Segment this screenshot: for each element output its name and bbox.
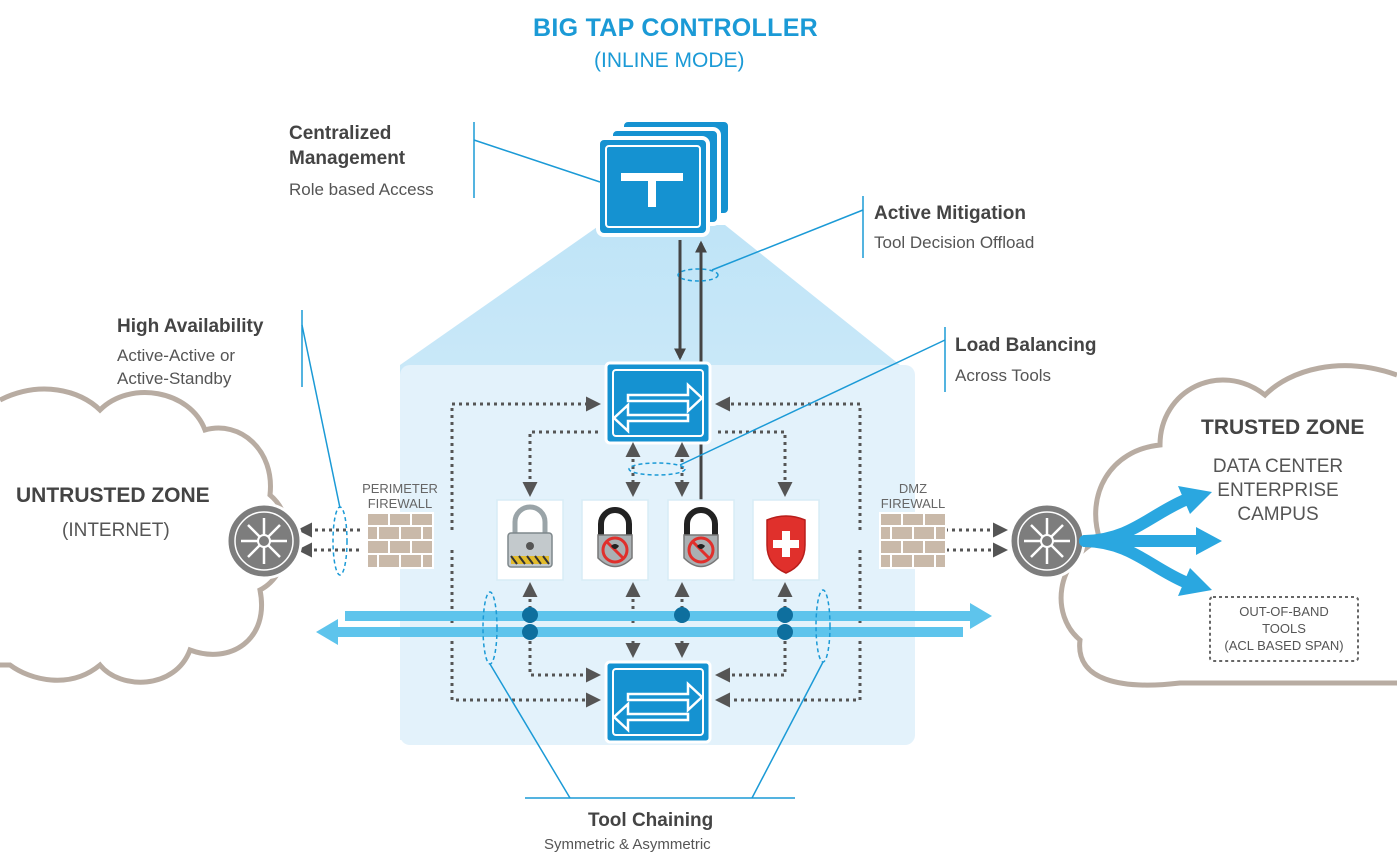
dmz-fw-label-2: FIREWALL [880,496,946,511]
tool-chaining-sub: Symmetric & Asymmetric [544,836,711,853]
dmz-fw-label-1: DMZ [898,481,928,496]
trusted-zone-title: TRUSTED ZONE [1201,416,1365,439]
mitigation-title: Active Mitigation [874,203,1027,224]
bottom-switch-icon[interactable] [604,660,712,744]
ha-title: High Availability [117,316,264,337]
tool-blocked-lock-2[interactable] [667,499,735,581]
mitigation-sub: Tool Decision Offload [874,233,1035,252]
centralized-title-1: Centralized [289,123,392,144]
untrusted-zone-sub: (INTERNET) [62,520,170,541]
traffic-band [316,603,992,645]
dmz-firewall-icon[interactable] [879,512,947,569]
trusted-fanout-arrows [1079,494,1206,588]
ha-sub-2: Active-Standby [117,369,232,388]
diagram-subtitle: (INLINE MODE) [594,49,745,72]
load-balancing-title: Load Balancing [955,335,1097,356]
centralized-sub: Role based Access [289,180,434,199]
tool-padlock[interactable] [496,499,564,581]
tool-chaining-title: Tool Chaining [588,810,714,831]
callout-lines [301,122,946,799]
untrusted-router-icon[interactable] [225,502,303,580]
diagram-title: BIG TAP CONTROLLER [533,14,819,42]
load-balancing-sub: Across Tools [955,366,1052,385]
oob-tools-line1: OUT-OF-BAND [1239,604,1329,619]
tool-blocked-lock-1[interactable] [581,499,649,581]
trusted-zone-line2: ENTERPRISE [1217,480,1339,501]
trusted-router-icon[interactable] [1008,502,1086,580]
trusted-zone-line1: DATA CENTER [1212,456,1344,477]
oob-tools-line2: TOOLS [1262,621,1306,636]
centralized-title-2: Management [289,148,406,169]
perimeter-fw-label-2: FIREWALL [367,496,433,511]
tap-points [522,607,793,640]
ha-sub-1: Active-Active or [117,346,236,365]
oob-tools-line3: (ACL BASED SPAN) [1224,638,1344,653]
perimeter-firewall-icon[interactable] [366,512,434,569]
tool-medical-shield[interactable] [752,499,820,581]
top-switch-icon[interactable] [604,361,712,445]
untrusted-zone-title: UNTRUSTED ZONE [16,484,210,507]
oob-tools-box [1209,596,1359,662]
controller-icon[interactable] [596,118,732,237]
perimeter-fw-label-1: PERIMETER [362,481,438,496]
trusted-zone-line3: CAMPUS [1237,504,1319,525]
